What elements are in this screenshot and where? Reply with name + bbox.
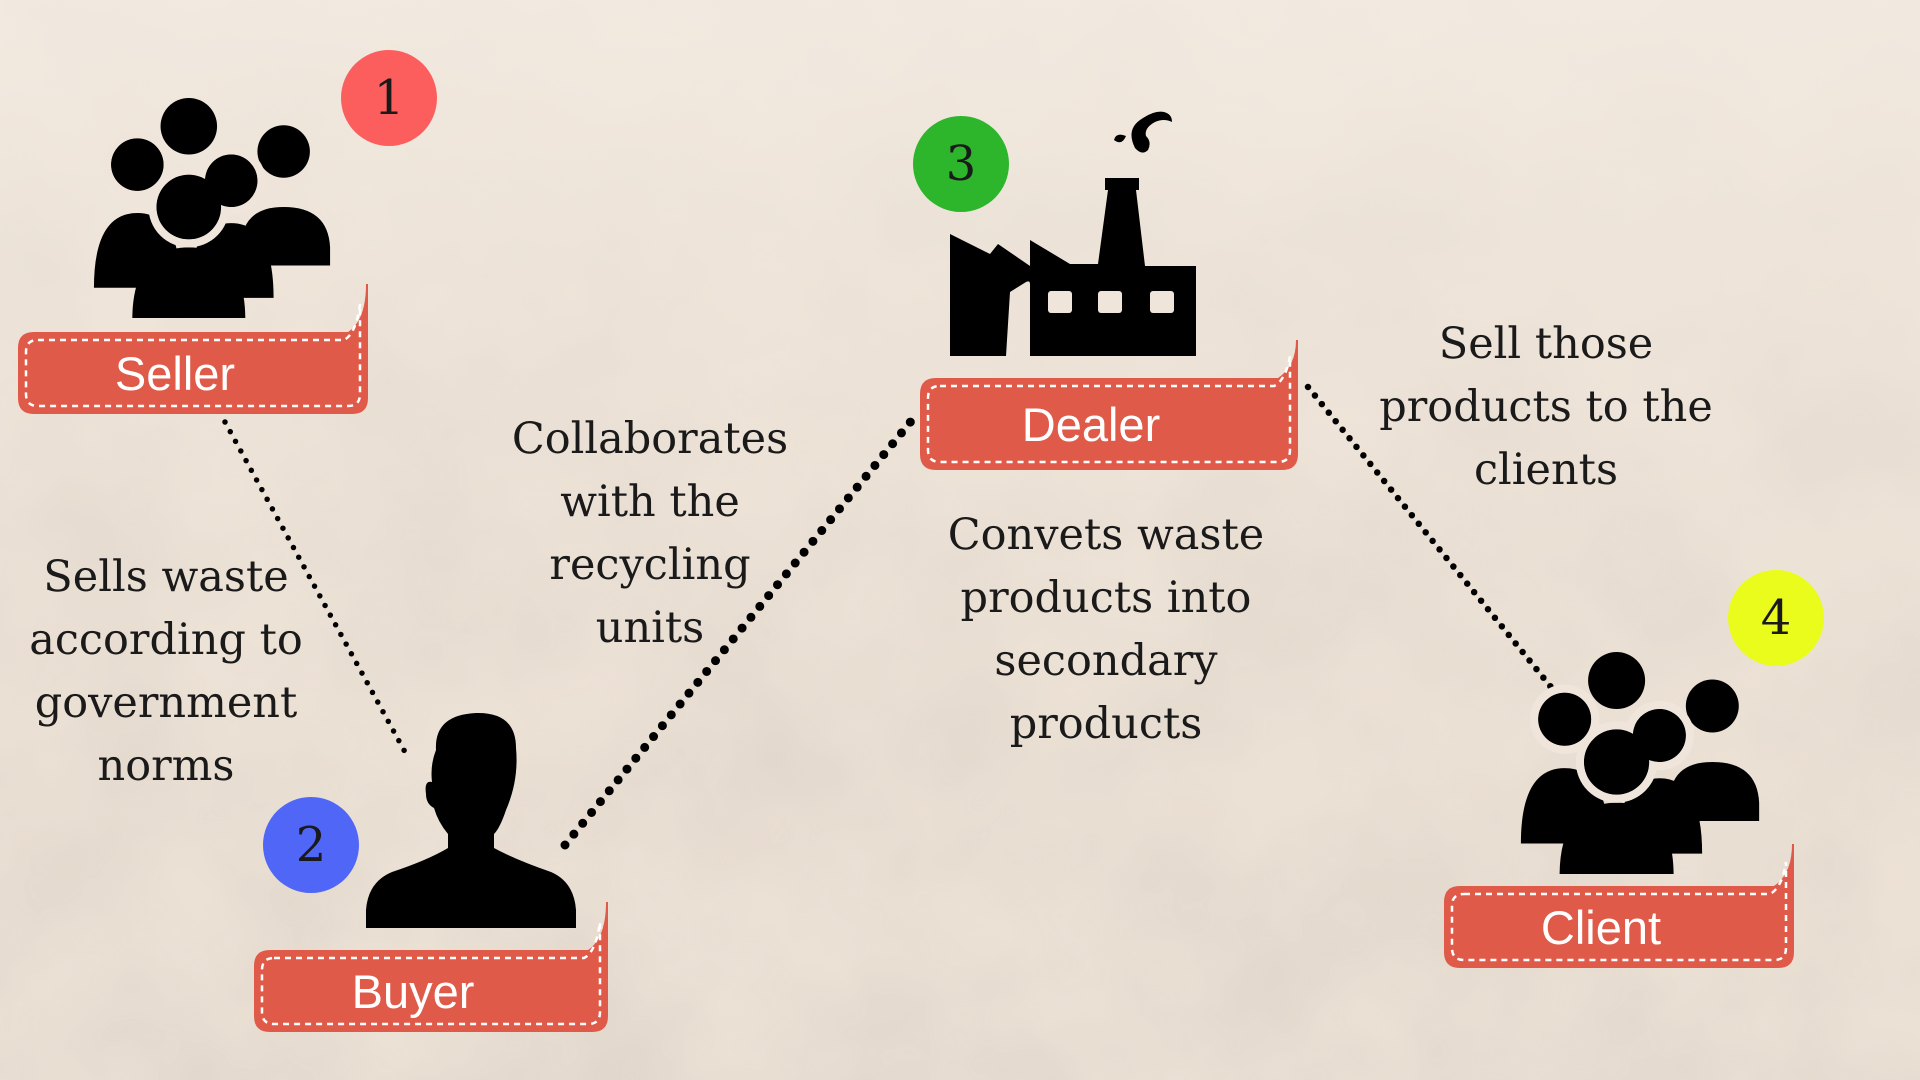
description-line: Convets waste (947, 510, 1265, 560)
description-line: according to (29, 615, 303, 665)
description-line: with the (560, 477, 740, 527)
dealer-label: Dealer (1021, 397, 1161, 451)
dealer-to-client-description: Sell those products to the clients (1346, 313, 1746, 502)
buyer-tag: Buyer (254, 900, 608, 1032)
dealer-factory-icon (950, 111, 1196, 356)
buyer-to-dealer-description: Collaborates with the recycling units (490, 408, 810, 660)
badge-4: 4 (1728, 570, 1824, 666)
description-line: products (1009, 699, 1203, 749)
description-line: products to the (1379, 382, 1713, 432)
description-line: norms (97, 741, 235, 791)
description-line: secondary (994, 636, 1218, 686)
buyer-label: Buyer (351, 964, 475, 1018)
dealer-description: Convets waste products into secondary pr… (916, 504, 1296, 756)
seller-tag: Seller (18, 282, 368, 414)
dealer-tag: Dealer (920, 338, 1298, 470)
description-line: Sell those (1438, 319, 1654, 369)
description-line: government (34, 678, 298, 728)
description-line: Collaborates (511, 414, 789, 464)
badge-2: 2 (263, 797, 359, 893)
description-line: Sells waste (43, 552, 289, 602)
description-line: clients (1473, 445, 1619, 495)
description-line: units (595, 603, 705, 653)
connector-seller-buyer (222, 419, 408, 755)
client-tag: Client (1444, 842, 1794, 968)
description-line: recycling (549, 540, 751, 590)
connector-dealer-client (1304, 383, 1559, 696)
description-line: products into (960, 573, 1252, 623)
seller-to-buyer-description: Sells waste according to government norm… (0, 546, 332, 798)
buyer-person-icon (366, 712, 576, 928)
badge-3: 3 (913, 116, 1009, 212)
seller-label: Seller (114, 346, 236, 400)
badge-1: 1 (341, 50, 437, 146)
client-group-icon (1520, 652, 1760, 874)
client-label: Client (1540, 900, 1662, 954)
seller-group-icon (93, 98, 331, 318)
